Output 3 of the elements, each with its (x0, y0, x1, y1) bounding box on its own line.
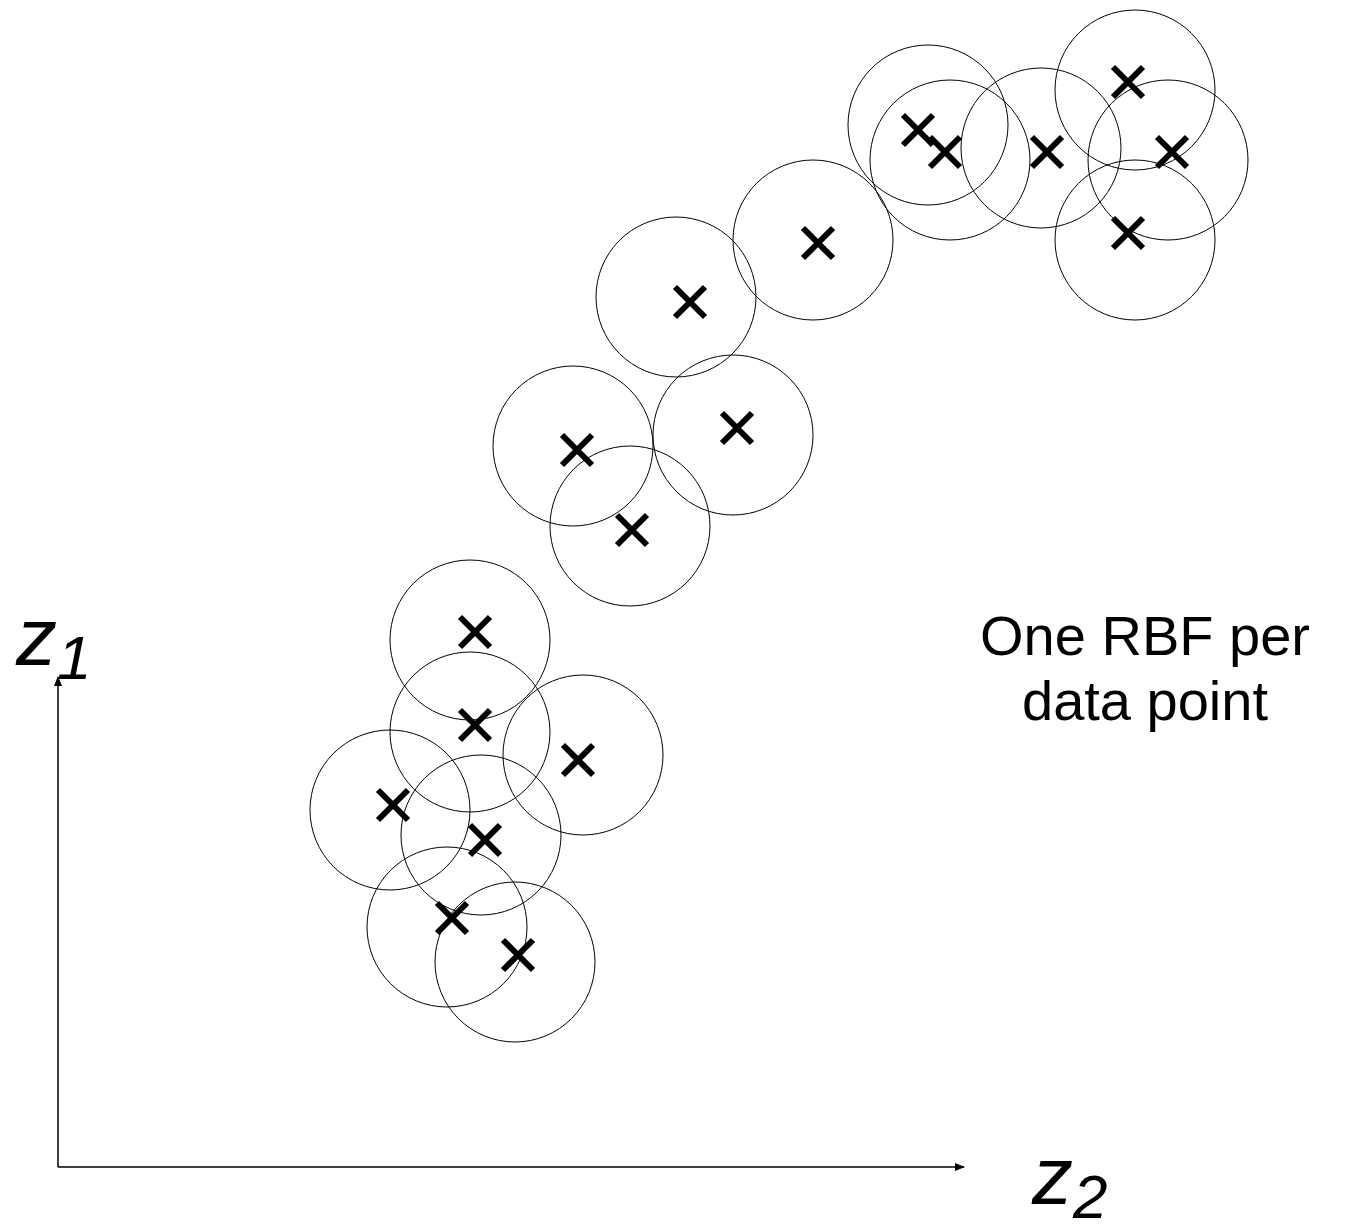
axis-label: z$_{1}$ (16, 596, 92, 689)
axis-label: z$_{2}$ (1032, 1135, 1108, 1228)
annotation-text: One RBF per data point (979, 604, 1311, 734)
